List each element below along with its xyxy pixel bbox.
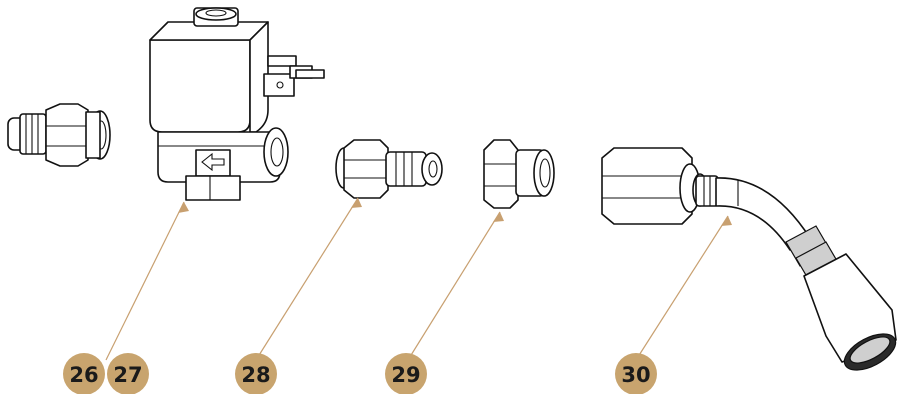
leader-lines xyxy=(105,197,732,361)
leader-line-28 xyxy=(255,197,359,361)
callout-label: 27 xyxy=(113,363,142,387)
callout-28: 28 xyxy=(235,353,277,394)
hose-shower-assembly xyxy=(601,147,897,371)
solenoid-valve xyxy=(149,7,325,201)
leader-arrow-28 xyxy=(351,198,362,208)
callout-label: 29 xyxy=(391,363,420,387)
cap-nut xyxy=(483,139,555,209)
left-adapter-fitting xyxy=(7,103,111,167)
callout-label: 26 xyxy=(69,363,98,387)
callout-27: 27 xyxy=(107,353,149,394)
leader-arrow-26-27 xyxy=(178,202,189,213)
callout-label: 28 xyxy=(241,363,270,387)
leader-arrow-30 xyxy=(721,216,732,226)
leader-line-26-27 xyxy=(105,201,185,361)
callout-26: 26 xyxy=(63,353,105,394)
leader-line-29 xyxy=(407,211,501,361)
leader-arrow-29 xyxy=(493,212,504,222)
leader-line-30 xyxy=(635,215,729,361)
callout-label: 30 xyxy=(621,363,650,387)
callout-29: 29 xyxy=(385,353,427,394)
reducer-fitting xyxy=(335,139,443,199)
callout-30: 30 xyxy=(615,353,657,394)
